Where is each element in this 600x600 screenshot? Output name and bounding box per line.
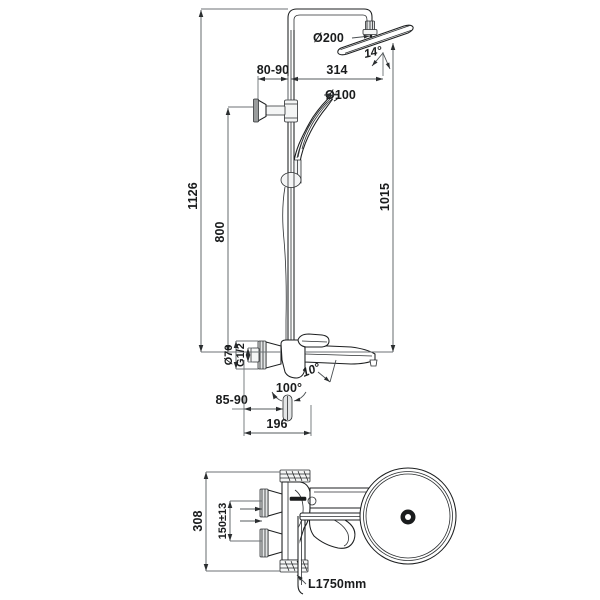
hand-shower: [293, 93, 340, 163]
callout-label-hose-length: L1750mm: [308, 577, 366, 591]
callout-label-spout-angle: 10°: [300, 360, 322, 380]
dim-label-overall-height: 1126: [186, 182, 200, 210]
plan-view-dimensions: 308 150±13 L1750mm: [191, 471, 366, 591]
callout-label-head-shower-diameter: Ø200: [313, 31, 344, 45]
head-shower-joint: [362, 20, 378, 35]
head-shower-disc-plan: [359, 467, 457, 565]
elevation-callouts: Ø200 14° Ø100 10° 100°: [271, 31, 391, 402]
hand-shower-holder-ring: [280, 172, 302, 188]
shower-arm: [287, 8, 373, 30]
bath-mixer-body: [250, 333, 378, 379]
riser-wall-bracket: [284, 99, 298, 123]
diverter-knob: [282, 394, 293, 422]
dim-label-inlet-thread: G1/2: [235, 343, 247, 367]
dim-label-head-arm-reach: 314: [326, 63, 347, 77]
callout-label-spout-swivel-angle: 100°: [276, 381, 302, 395]
plan-view-geometry: [259, 467, 457, 595]
dim-label-inlet-spacing: 85-90: [216, 393, 248, 407]
elevation-product-geometry: [250, 8, 414, 422]
callout-label-hand-shower-diameter: Ø100: [325, 88, 356, 102]
dim-label-bracket-offset: 80-90: [257, 63, 289, 77]
dim-label-inlet-centre-height: 150±13: [217, 503, 229, 540]
head-shower-plate: [337, 24, 414, 56]
dim-label-head-height: 1015: [378, 183, 392, 211]
shower-hose: [282, 186, 287, 352]
dim-label-spout-projection: 196: [266, 417, 287, 431]
callout-leader-hose-length: [296, 574, 307, 585]
inlet-escutcheons-plan: [259, 488, 283, 558]
mixer-top-mount: [279, 469, 311, 483]
shower-hose-plan: [297, 516, 306, 595]
dim-label-escutcheon-dia: Ø70: [223, 345, 235, 366]
dim-label-mixer-overall-height: 308: [191, 510, 205, 531]
mixer-housing-section: [281, 481, 311, 561]
diverter-paddle-section: [308, 514, 356, 549]
callout-label-head-tilt-angle: 14°: [363, 43, 384, 61]
mixer-bottom-mount: [279, 559, 309, 573]
dim-label-riser-height: 800: [213, 221, 227, 242]
mixer-inlet-pins: [289, 496, 317, 506]
bracket-arm-left: [253, 98, 286, 123]
callout-leader-head-shower-diameter: [351, 34, 371, 39]
elevation-dimensions: 1126 800 1015 80-90 314 Ø70: [186, 8, 396, 436]
